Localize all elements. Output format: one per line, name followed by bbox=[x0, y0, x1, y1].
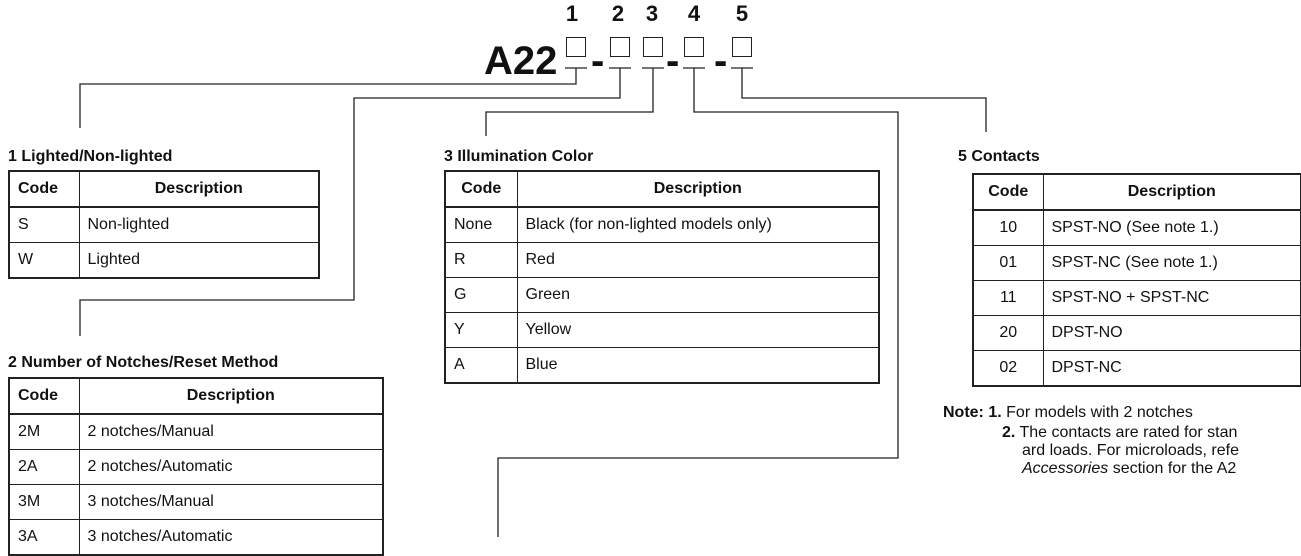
position-number-1: 1 bbox=[565, 1, 579, 26]
leader-line-1 bbox=[79, 68, 577, 128]
cell-description: 3 notches/Manual bbox=[78, 484, 384, 520]
model-prefix: A22 bbox=[484, 39, 558, 83]
cell-description: SPST-NO (See note 1.) bbox=[1042, 209, 1301, 246]
cell-description: SPST-NO + SPST-NC bbox=[1042, 280, 1301, 316]
cell-code: 11 bbox=[972, 280, 1044, 316]
cell-code: 20 bbox=[972, 315, 1044, 351]
position-number-3: 3 bbox=[645, 1, 659, 26]
header-description: Description bbox=[516, 170, 880, 208]
note-2-rest: section for the A2 bbox=[1108, 460, 1237, 477]
leader-line-3 bbox=[485, 68, 654, 136]
cell-description: DPST-NO bbox=[1042, 315, 1301, 351]
connector-lines bbox=[79, 67, 987, 537]
table-row: None Black (for non-lighted models only) bbox=[444, 206, 880, 243]
header-code: Code bbox=[8, 170, 80, 208]
cell-code: 10 bbox=[972, 209, 1044, 246]
table-header-row: Code Description bbox=[444, 170, 880, 208]
cell-description: DPST-NC bbox=[1042, 350, 1301, 387]
cell-code: A bbox=[444, 347, 518, 384]
note-1: Note: 1. For models with 2 notches bbox=[943, 404, 1193, 422]
section-title-lighted: 1 Lighted/Non-lighted bbox=[8, 148, 173, 165]
table-notches: Code Description 2M 2 notches/Manual 2A … bbox=[8, 377, 384, 556]
cell-code: Y bbox=[444, 312, 518, 348]
code-box-4 bbox=[684, 37, 704, 57]
position-number-4: 4 bbox=[687, 1, 701, 26]
code-separator: - bbox=[591, 39, 605, 83]
cell-description: Blue bbox=[516, 347, 880, 384]
table-row: 20 DPST-NO bbox=[972, 315, 1301, 351]
cell-code: None bbox=[444, 206, 518, 243]
note-2-line-3: Accessories section for the A2 bbox=[1022, 460, 1236, 478]
position-number-5: 5 bbox=[735, 1, 749, 26]
code-separator: - bbox=[714, 39, 728, 83]
table-row: W Lighted bbox=[8, 242, 320, 279]
table-header-row: Code Description bbox=[972, 173, 1301, 211]
table-row: 3M 3 notches/Manual bbox=[8, 484, 384, 520]
cell-description: Non-lighted bbox=[78, 206, 320, 243]
cell-code: 02 bbox=[972, 350, 1044, 387]
table-row: 11 SPST-NO + SPST-NC bbox=[972, 280, 1301, 316]
header-description: Description bbox=[78, 170, 320, 208]
cell-code: 2A bbox=[8, 449, 80, 485]
code-box-1 bbox=[566, 37, 586, 57]
table-row: 2A 2 notches/Automatic bbox=[8, 449, 384, 485]
leader-line-5 bbox=[741, 68, 987, 132]
note-2-text: The contacts are rated for stan bbox=[1019, 424, 1238, 441]
note-1-text: For models with 2 notches bbox=[1006, 404, 1193, 421]
section-title-contacts: 5 Contacts bbox=[958, 148, 1040, 165]
header-code: Code bbox=[444, 170, 518, 208]
cell-description: SPST-NC (See note 1.) bbox=[1042, 245, 1301, 281]
cell-description: Black (for non-lighted models only) bbox=[516, 206, 880, 243]
leader-line-2 bbox=[79, 68, 621, 336]
table-row: G Green bbox=[444, 277, 880, 313]
table-lighted: Code Description S Non-lighted W Lighted bbox=[8, 170, 320, 279]
cell-description: Green bbox=[516, 277, 880, 313]
table-row: 3A 3 notches/Automatic bbox=[8, 519, 384, 556]
table-row: 01 SPST-NC (See note 1.) bbox=[972, 245, 1301, 281]
table-row: 10 SPST-NO (See note 1.) bbox=[972, 209, 1301, 246]
cell-code: R bbox=[444, 242, 518, 278]
table-row: R Red bbox=[444, 242, 880, 278]
header-description: Description bbox=[78, 377, 384, 415]
section-title-color: 3 Illumination Color bbox=[444, 148, 594, 165]
table-contacts: Code Description 10 SPST-NO (See note 1.… bbox=[972, 173, 1301, 387]
note-2-number: 2. bbox=[1002, 424, 1016, 441]
cell-description: Yellow bbox=[516, 312, 880, 348]
table-row: 2M 2 notches/Manual bbox=[8, 413, 384, 450]
cell-code: 3A bbox=[8, 519, 80, 556]
code-separator: - bbox=[666, 39, 680, 83]
code-box-2 bbox=[610, 37, 630, 57]
cell-code: G bbox=[444, 277, 518, 313]
table-row: S Non-lighted bbox=[8, 206, 320, 243]
table-color: Code Description None Black (for non-lig… bbox=[444, 170, 880, 384]
cell-code: 01 bbox=[972, 245, 1044, 281]
cell-description: Lighted bbox=[78, 242, 320, 279]
table-row: 02 DPST-NC bbox=[972, 350, 1301, 387]
code-box-3 bbox=[643, 37, 663, 57]
note-2-line-2: ard loads. For microloads, refe bbox=[1022, 442, 1239, 459]
cell-code: 3M bbox=[8, 484, 80, 520]
cell-description: Red bbox=[516, 242, 880, 278]
header-description: Description bbox=[1042, 173, 1301, 211]
position-number-2: 2 bbox=[611, 1, 625, 26]
section-title-notches: 2 Number of Notches/Reset Method bbox=[8, 354, 279, 371]
cell-code: W bbox=[8, 242, 80, 279]
table-header-row: Code Description bbox=[8, 377, 384, 415]
header-code: Code bbox=[8, 377, 80, 415]
cell-code: S bbox=[8, 206, 80, 243]
code-box-5 bbox=[732, 37, 752, 57]
table-row: Y Yellow bbox=[444, 312, 880, 348]
note-label: Note: bbox=[943, 404, 984, 421]
note-1-number: 1. bbox=[988, 404, 1002, 421]
table-row: A Blue bbox=[444, 347, 880, 384]
cell-description: 2 notches/Manual bbox=[78, 413, 384, 450]
cell-code: 2M bbox=[8, 413, 80, 450]
cell-description: 3 notches/Automatic bbox=[78, 519, 384, 556]
note-2-italic: Accessories bbox=[1022, 460, 1109, 477]
cell-description: 2 notches/Automatic bbox=[78, 449, 384, 485]
header-code: Code bbox=[972, 173, 1044, 211]
table-header-row: Code Description bbox=[8, 170, 320, 208]
note-2-line-1: 2. The contacts are rated for stan bbox=[1002, 424, 1237, 442]
leader-line-4 bbox=[497, 68, 899, 537]
